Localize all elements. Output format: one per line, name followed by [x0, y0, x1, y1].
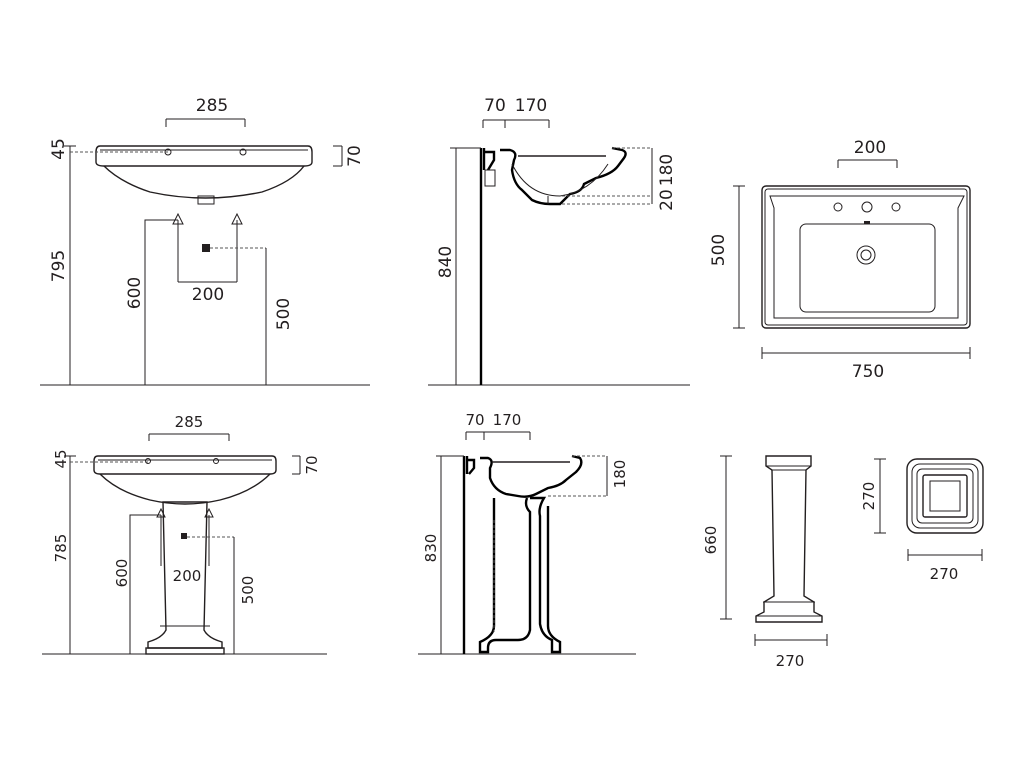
pedestal-profile-front — [530, 496, 562, 654]
dim-total-height: 830 — [422, 534, 440, 563]
drain-marker — [181, 533, 187, 539]
dim-total-height: 840 — [436, 246, 456, 278]
dim-total-height: 795 — [49, 250, 69, 282]
dim-total-height: 785 — [52, 534, 70, 563]
pedestal-profile-back — [478, 497, 532, 654]
basin-rim — [95, 145, 313, 167]
supply-marker-left — [156, 507, 166, 518]
dim-bowl-depth: 180 — [657, 154, 677, 186]
dim-rim-height: 45 — [52, 449, 70, 468]
dim-tap-spacing: 200 — [854, 138, 886, 158]
dim-width: 285 — [196, 96, 228, 116]
drain-marker — [202, 244, 210, 252]
dim-supply-height: 600 — [113, 559, 131, 588]
wall-basin-side-view: 840 70 170 180 20 — [428, 96, 690, 386]
dim-wall-offset: 70 — [465, 411, 484, 429]
wall-bracket — [482, 148, 496, 171]
supply-marker-left — [172, 212, 184, 225]
basin-bowl — [99, 473, 271, 505]
basin-rim — [93, 455, 277, 475]
dim-depth: 70 — [345, 145, 365, 167]
dim-rim-height: 45 — [49, 138, 69, 160]
dim-depth: 500 — [709, 234, 729, 266]
basin-bowl — [799, 223, 936, 313]
dim-pedestal-plan-depth: 270 — [860, 482, 878, 511]
tap-hole-left — [833, 202, 843, 212]
pedestal-plan-view: 270 270 — [860, 458, 984, 583]
tap-hole-center — [861, 201, 873, 213]
dim-drain-offset: 170 — [515, 96, 547, 116]
supply-marker-right — [204, 507, 214, 518]
pedestal-plan-outline — [906, 458, 984, 534]
dim-depth: 70 — [303, 455, 321, 474]
supply-marker-right — [231, 212, 243, 225]
pedestal-basin-front-view: 285 45 785 70 600 200 500 — [42, 413, 327, 655]
basin-bowl — [103, 165, 305, 199]
dim-bowl-depth: 180 — [611, 460, 629, 489]
dim-width: 750 — [852, 362, 884, 382]
basin-profile — [500, 146, 627, 206]
dim-pedestal-base-width: 270 — [776, 652, 805, 670]
tap-hole-right — [891, 202, 901, 212]
basin-outline — [761, 185, 971, 329]
wall-bracket — [465, 456, 476, 475]
drain-body — [197, 195, 215, 205]
dim-wall-offset: 70 — [484, 96, 506, 116]
dim-supply-spacing: 200 — [173, 567, 202, 585]
pedestal-elevation: 660 270 — [702, 455, 828, 670]
wall-basin-front-view: 285 45 795 70 600 200 500 — [40, 96, 370, 386]
dim-width: 285 — [175, 413, 204, 431]
dim-drain-height: 500 — [239, 576, 257, 605]
dim-overflow: 20 — [657, 189, 677, 211]
pedestal-basin-side-view: 830 70 170 180 — [418, 411, 636, 655]
dim-drain-offset: 170 — [493, 411, 522, 429]
basin-plan-view: 200 500 750 — [709, 138, 971, 382]
dim-pedestal-plan-width: 270 — [930, 565, 959, 583]
pedestal-outline — [755, 455, 823, 623]
basin-profile — [480, 454, 583, 498]
dim-pedestal-height: 660 — [702, 526, 720, 555]
dim-supply-spacing: 200 — [192, 285, 224, 305]
dim-supply-height: 600 — [125, 277, 145, 309]
dim-drain-height: 500 — [274, 298, 294, 330]
drain — [856, 245, 876, 265]
tap-hole-right — [239, 148, 247, 156]
